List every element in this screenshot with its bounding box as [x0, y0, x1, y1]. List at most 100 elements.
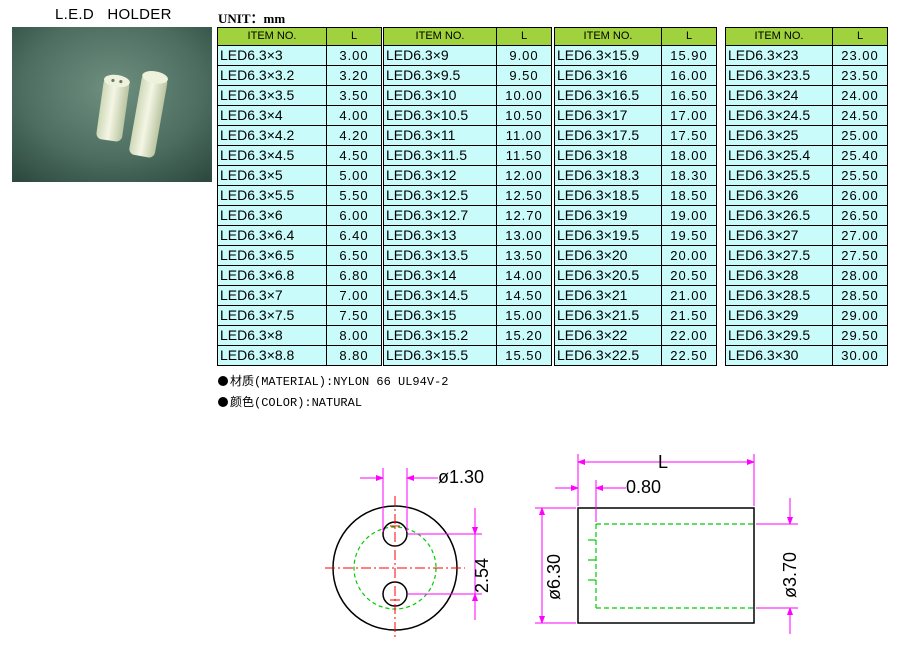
length-cell: 4.00 [326, 105, 382, 126]
length-cell: 18.00 [661, 145, 717, 166]
length-cell: 24.00 [832, 85, 888, 106]
item-number-cell: LED6.3×19 [554, 205, 662, 226]
hole-diameter-label: ø1.30 [438, 467, 484, 487]
item-number-cell: LED6.3×21.5 [554, 305, 662, 326]
item-number-cell: LED6.3×29 [725, 305, 833, 326]
length-cell: 6.80 [326, 265, 382, 286]
item-number-cell: LED6.3×14 [383, 265, 497, 286]
length-cell: 19.00 [661, 205, 717, 226]
item-number-cell: LED6.3×12 [383, 165, 497, 186]
item-number-cell: LED6.3×13.5 [383, 245, 497, 266]
length-cell: 18.50 [661, 185, 717, 206]
item-number-cell: LED6.3×5 [217, 165, 327, 186]
side-view: L 0.80 ø6.30 ø3.70 [535, 452, 800, 634]
length-cell: 16.50 [661, 85, 717, 106]
length-cell: 21.50 [661, 305, 717, 326]
length-cell: 25.00 [832, 125, 888, 146]
length-cell: 28.00 [832, 265, 888, 286]
column-header-item-no: ITEM NO. [383, 27, 497, 46]
length-cell: 7.50 [326, 305, 382, 326]
technical-drawing: ø1.30 2.54 L 0.80 [325, 448, 830, 663]
length-cell: 12.70 [496, 205, 552, 226]
column-header-item-no: ITEM NO. [554, 27, 662, 46]
outer-diameter-label: ø6.30 [544, 554, 564, 600]
column-header-item-no: ITEM NO. [217, 27, 327, 46]
item-number-cell: LED6.3×4.5 [217, 145, 327, 166]
item-number-cell: LED6.3×20.5 [554, 265, 662, 286]
length-cell: 8.80 [326, 345, 382, 366]
item-number-cell: LED6.3×22 [554, 325, 662, 346]
item-number-cell: LED6.3×25 [725, 125, 833, 146]
length-cell: 6.50 [326, 245, 382, 266]
item-number-cell: LED6.3×19.5 [554, 225, 662, 246]
item-number-cell: LED6.3×4.2 [217, 125, 327, 146]
item-number-cell: LED6.3×5.5 [217, 185, 327, 206]
color-text: 颜色(COLOR):NATURAL [230, 396, 363, 410]
length-cell: 25.40 [832, 145, 888, 166]
length-cell: 10.00 [496, 85, 552, 106]
length-cell: 20.00 [661, 245, 717, 266]
length-cell: 16.00 [661, 65, 717, 86]
item-number-cell: LED6.3×14.5 [383, 285, 497, 306]
item-number-cell: LED6.3×17.5 [554, 125, 662, 146]
item-number-cell: LED6.3×12.7 [383, 205, 497, 226]
inner-diameter-label: ø3.70 [780, 552, 800, 598]
item-number-cell: LED6.3×18.5 [554, 185, 662, 206]
item-number-cell: LED6.3×13 [383, 225, 497, 246]
length-cell: 22.50 [661, 345, 717, 366]
body-outline [577, 507, 755, 624]
material-note: 材质(MATERIAL):NYLON 66 UL94V-2 [218, 372, 448, 393]
item-number-cell: LED6.3×20 [554, 245, 662, 266]
length-cell: 7.00 [326, 285, 382, 306]
item-number-cell: LED6.3×28.5 [725, 285, 833, 306]
length-cell: 14.00 [496, 265, 552, 286]
length-cell: 26.00 [832, 185, 888, 206]
length-cell: 6.40 [326, 225, 382, 246]
front-view: ø1.30 2.54 [325, 467, 492, 638]
item-number-cell: LED6.3×8.8 [217, 345, 327, 366]
unit-label: UNIT：mm [218, 11, 286, 26]
item-number-cell: LED6.3×18.3 [554, 165, 662, 186]
length-cell: 3.00 [326, 45, 382, 66]
item-number-cell: LED6.3×27.5 [725, 245, 833, 266]
item-number-cell: LED6.3×8 [217, 325, 327, 346]
length-cell: 25.50 [832, 165, 888, 186]
column-header-length: L [661, 27, 717, 46]
item-number-cell: LED6.3×17 [554, 105, 662, 126]
length-cell: 29.50 [832, 325, 888, 346]
